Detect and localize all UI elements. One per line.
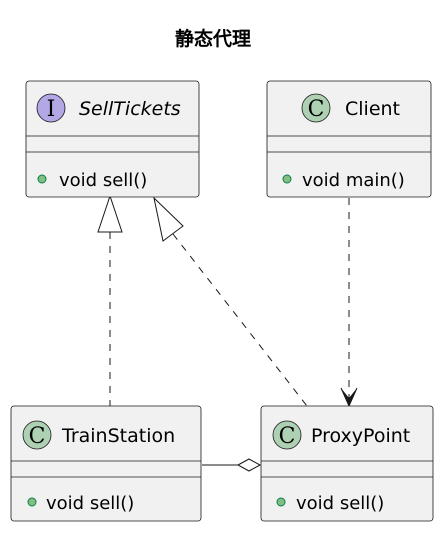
realization-line bbox=[172, 233, 308, 407]
realization-trainstation-to-selltickets bbox=[97, 194, 123, 406]
public-method-icon bbox=[37, 174, 47, 184]
class-stereotype-icon bbox=[272, 420, 302, 450]
class-name: ProxyPoint bbox=[311, 425, 410, 447]
public-method-icon bbox=[276, 497, 286, 507]
stereotype-letter: C bbox=[308, 97, 325, 122]
class-name: SellTickets bbox=[79, 98, 181, 120]
method-label: void sell() bbox=[296, 493, 384, 514]
class-name: TrainStation bbox=[61, 425, 175, 447]
class-stereotype-icon bbox=[22, 420, 52, 450]
class-client[interactable]: C Client void main() bbox=[266, 80, 432, 198]
class-trainstation[interactable]: C TrainStation void sell() bbox=[10, 405, 202, 522]
realization-proxypoint-to-selltickets bbox=[153, 196, 308, 407]
aggregation-trainstation-proxypoint bbox=[202, 458, 262, 472]
stereotype-letter: I bbox=[47, 97, 56, 122]
class-proxypoint[interactable]: C ProxyPoint void sell() bbox=[260, 405, 434, 522]
stereotype-letter: C bbox=[29, 424, 46, 449]
method-label: void main() bbox=[302, 170, 405, 191]
method-label: void sell() bbox=[46, 493, 134, 514]
realization-arrowhead bbox=[153, 196, 184, 242]
class-stereotype-icon bbox=[301, 93, 331, 123]
interface-stereotype-icon bbox=[36, 93, 66, 123]
method-label: void sell() bbox=[59, 170, 147, 191]
realization-arrowhead bbox=[97, 194, 123, 233]
class-selltickets[interactable]: I SellTickets void sell() bbox=[25, 80, 200, 198]
dependency-arrowhead-fill bbox=[341, 388, 357, 406]
public-method-icon bbox=[27, 497, 37, 507]
stereotype-letter: C bbox=[279, 424, 296, 449]
aggregation-diamond bbox=[236, 458, 262, 472]
dependency-client-to-proxypoint bbox=[340, 198, 358, 408]
class-box bbox=[25, 80, 200, 198]
diagram-title: 静态代理 bbox=[175, 27, 251, 50]
public-method-icon bbox=[282, 174, 292, 184]
class-box bbox=[10, 405, 202, 522]
class-name: Client bbox=[345, 98, 400, 120]
class-box bbox=[260, 405, 434, 522]
